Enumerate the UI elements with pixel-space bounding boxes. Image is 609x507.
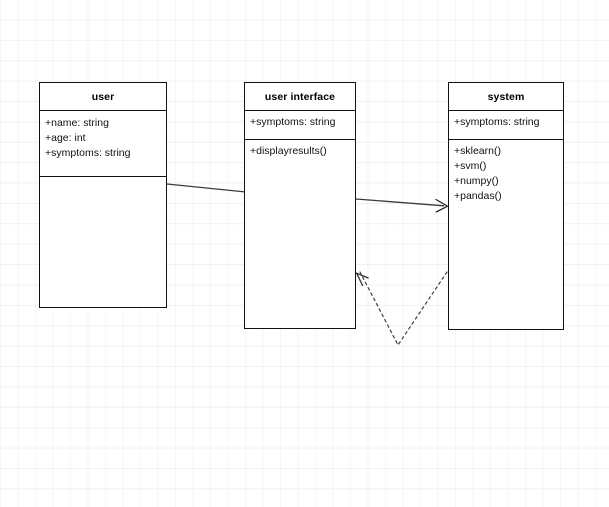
uml-class-title-user-interface: user interface: [245, 83, 355, 111]
uml-attribute: +symptoms: string: [45, 147, 131, 159]
uml-method: +sklearn(): [454, 145, 501, 157]
uml-attributes-system: +symptoms: string: [449, 111, 563, 140]
uml-method: +pandas(): [454, 190, 502, 202]
uml-attribute: +symptoms: string: [250, 116, 336, 128]
edge-system-to-user-interface-dependency[interactable]: [355, 271, 448, 347]
edge-line-dependency-dashed: [359, 271, 448, 347]
edge-line-association: [166, 183, 247, 193]
uml-class-title-user: user: [40, 83, 166, 111]
uml-class-user[interactable]: user +name: string +age: int +symptoms: …: [39, 82, 167, 308]
uml-attribute: +name: string: [45, 117, 109, 129]
uml-attribute: +age: int: [45, 132, 86, 144]
uml-method: +displayresults(): [250, 145, 327, 157]
edge-user-interface-to-system[interactable]: [355, 198, 449, 213]
uml-attributes-user-interface: +symptoms: string: [245, 111, 355, 140]
uml-method: +svm(): [454, 160, 487, 172]
arrowhead-open-icon: [435, 198, 449, 213]
uml-class-title-system: system: [449, 83, 563, 111]
uml-method: +numpy(): [454, 175, 499, 187]
uml-class-system[interactable]: system +symptoms: string +sklearn() +svm…: [448, 82, 564, 330]
edge-user-to-user-interface[interactable]: [166, 183, 247, 193]
uml-methods-user-interface: +displayresults(): [245, 140, 355, 328]
uml-attributes-user: +name: string +age: int +symptoms: strin…: [40, 111, 166, 177]
arrowhead-open-dependency-icon: [355, 271, 369, 287]
uml-methods-user: [40, 177, 166, 307]
uml-class-user-interface[interactable]: user interface +symptoms: string +displa…: [244, 82, 356, 329]
uml-attribute: +symptoms: string: [454, 116, 540, 128]
edge-line-association-directed: [355, 198, 445, 207]
uml-methods-system: +sklearn() +svm() +numpy() +pandas(): [449, 140, 563, 329]
